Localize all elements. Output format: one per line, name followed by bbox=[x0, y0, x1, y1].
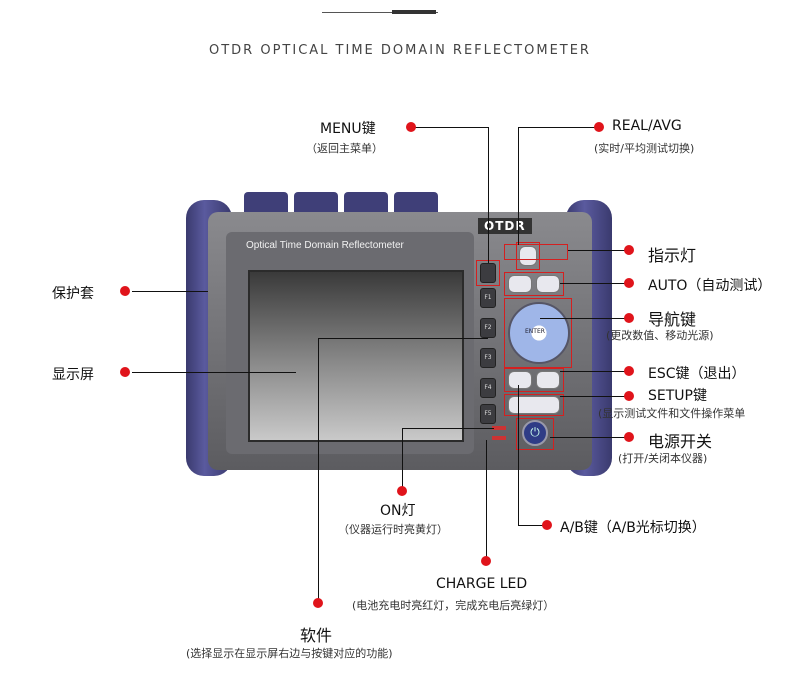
real-avg-box bbox=[516, 242, 540, 270]
softkey-f1[interactable]: F1 bbox=[480, 288, 496, 308]
top-divider-accent bbox=[392, 10, 436, 14]
soft-label: 软件 bbox=[300, 626, 333, 645]
dot-auto bbox=[624, 278, 634, 288]
otdr-device: Optical Time Domain Reflectometer OTDR F… bbox=[186, 188, 618, 478]
dot-real-avg bbox=[594, 122, 604, 132]
setup-sub: (显示测试文件和文件操作菜单 bbox=[598, 407, 746, 420]
nav-enter-label: ENTER bbox=[525, 328, 545, 335]
screen-label: 显示屏 bbox=[52, 367, 94, 383]
auto-box bbox=[504, 272, 564, 296]
soft-sub: (选择显示在显示屏右边与按键对应的功能) bbox=[186, 647, 393, 660]
dot-indicator bbox=[624, 245, 634, 255]
auto-button[interactable] bbox=[508, 275, 532, 293]
leader-menu-v bbox=[488, 127, 489, 263]
leader-auto bbox=[560, 283, 628, 284]
auto-button-2[interactable] bbox=[536, 275, 560, 293]
real-avg-button[interactable] bbox=[519, 246, 537, 266]
leader-menu-h bbox=[412, 127, 488, 128]
indicator-label: 指示灯 bbox=[648, 246, 697, 265]
menu-key[interactable] bbox=[480, 263, 496, 283]
leader-screen bbox=[132, 372, 296, 373]
softkey-f3[interactable]: F3 bbox=[480, 348, 496, 368]
nav-box bbox=[504, 298, 572, 368]
leader-soft-h bbox=[318, 338, 488, 339]
setup-box bbox=[504, 394, 564, 416]
charge-led bbox=[492, 436, 506, 440]
ab-button[interactable] bbox=[536, 371, 560, 389]
dot-setup bbox=[624, 391, 634, 401]
panel-label: Optical Time Domain Reflectometer bbox=[246, 240, 404, 251]
on-light-sub: （仪器运行时亮黄灯） bbox=[338, 523, 448, 536]
esc-box bbox=[504, 368, 564, 392]
leader-indicator bbox=[568, 250, 628, 251]
real-avg-sub: (实时/平均测试切换) bbox=[594, 142, 695, 155]
real-avg-label: REAL/AVG bbox=[612, 118, 682, 134]
leader-on-h bbox=[402, 428, 494, 429]
dot-on bbox=[397, 486, 407, 496]
dot-case bbox=[120, 286, 130, 296]
navigation-pad[interactable] bbox=[508, 302, 570, 364]
leader-power bbox=[550, 437, 628, 438]
power-box bbox=[516, 418, 554, 450]
dot-ab bbox=[542, 520, 552, 530]
menu-sub: （返回主菜单） bbox=[306, 142, 383, 155]
charge-sub: (电池充电时亮红灯，完成充电后亮绿灯） bbox=[352, 599, 555, 612]
power-sub: (打开/关闭本仪器) bbox=[618, 452, 708, 465]
auto-label: AUTO（自动测试） bbox=[648, 278, 772, 294]
dot-charge bbox=[481, 556, 491, 566]
leader-setup bbox=[560, 396, 628, 397]
power-label: 电源开关 bbox=[648, 432, 713, 451]
on-led bbox=[492, 426, 506, 430]
indicator-box bbox=[504, 244, 568, 260]
setup-label: SETUP键 bbox=[648, 388, 707, 404]
nav-sub: (更改数值、移动光源) bbox=[606, 329, 714, 342]
softkey-f2[interactable]: F2 bbox=[480, 318, 496, 338]
brand-logo: OTDR bbox=[478, 218, 532, 234]
menu-label: MENU键 bbox=[320, 121, 376, 137]
leader-esc bbox=[560, 371, 628, 372]
leader-case bbox=[132, 291, 208, 292]
dot-screen bbox=[120, 367, 130, 377]
page-title: OTDR OPTICAL TIME DOMAIN REFLECTOMETER bbox=[209, 43, 591, 58]
dot-menu bbox=[406, 122, 416, 132]
charge-label: CHARGE LED bbox=[436, 576, 528, 592]
leader-ab-h bbox=[518, 525, 546, 526]
dot-soft bbox=[313, 598, 323, 608]
display-screen bbox=[248, 270, 464, 442]
esc-label: ESC键（退出） bbox=[648, 366, 746, 382]
top-divider bbox=[322, 12, 438, 13]
leader-nav bbox=[540, 318, 628, 319]
softkey-f5[interactable]: F5 bbox=[480, 404, 496, 424]
leader-on-v bbox=[402, 428, 403, 490]
dot-esc bbox=[624, 366, 634, 376]
leader-ab-v bbox=[518, 385, 519, 525]
case-label: 保护套 bbox=[52, 286, 94, 302]
setup-button[interactable] bbox=[508, 396, 560, 414]
on-light-label: ON灯 bbox=[380, 503, 416, 519]
ab-label: A/B键（A/B光标切换） bbox=[560, 520, 706, 536]
dot-nav bbox=[624, 313, 634, 323]
dot-power bbox=[624, 432, 634, 442]
leader-soft-v bbox=[318, 338, 319, 602]
leader-charge-v bbox=[486, 440, 487, 560]
leader-real-h bbox=[518, 127, 598, 128]
nav-label: 导航键 bbox=[648, 310, 697, 329]
power-icon[interactable]: ⏻ bbox=[522, 420, 548, 446]
softkey-f4[interactable]: F4 bbox=[480, 378, 496, 398]
esc-button[interactable] bbox=[508, 371, 532, 389]
leader-real-v bbox=[518, 127, 519, 245]
